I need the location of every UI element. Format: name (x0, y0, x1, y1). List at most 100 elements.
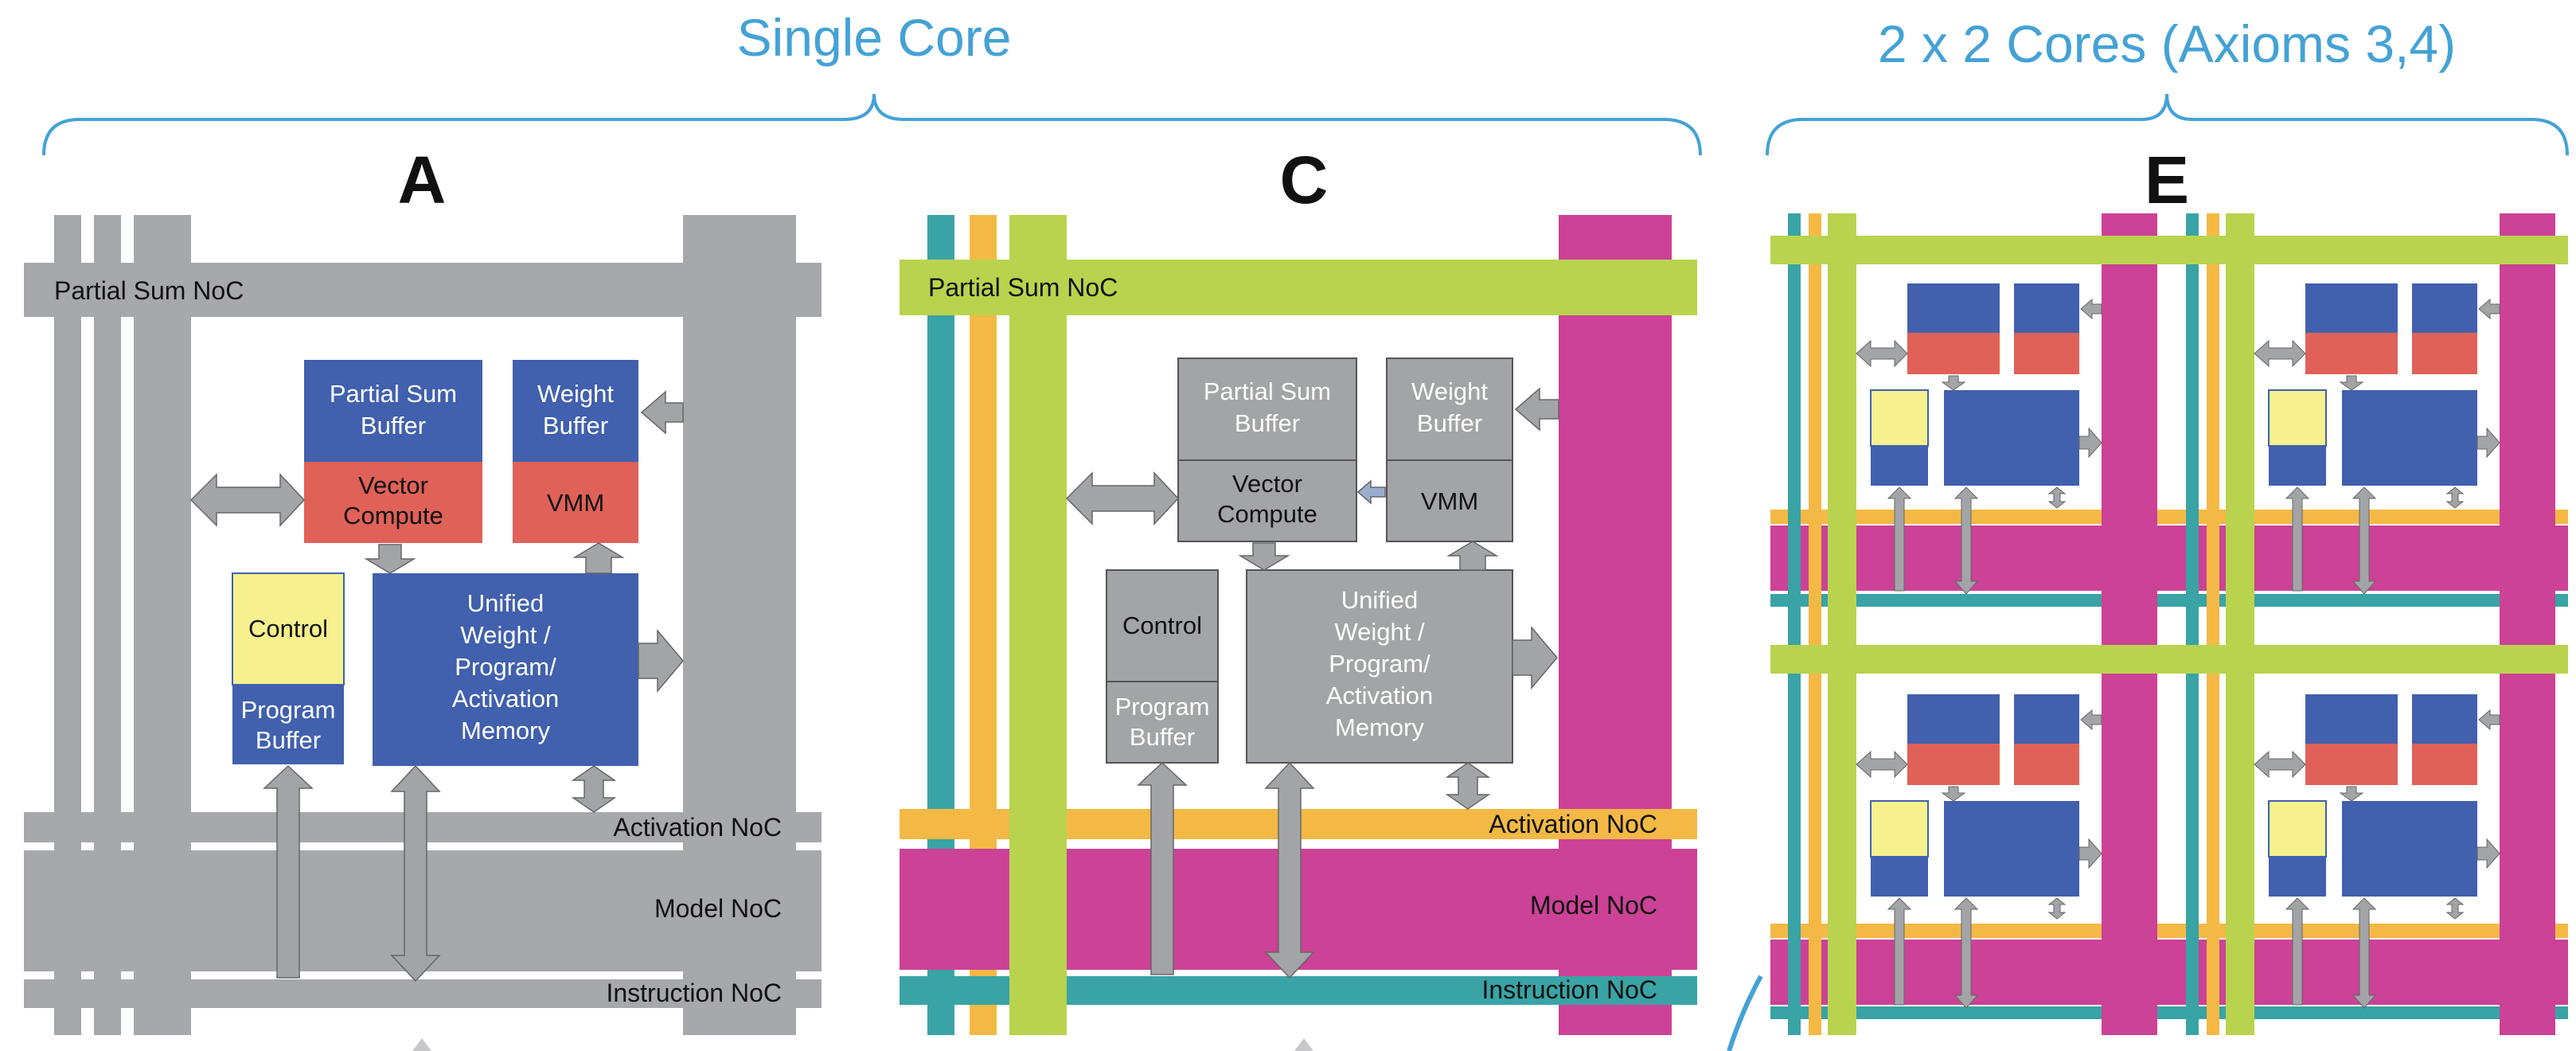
panel-c: Partial Sum NoC Activation NoC Model NoC… (900, 215, 1697, 1035)
panel-e-letter: E (2145, 143, 2189, 217)
panel-e: E (1770, 143, 2568, 1035)
e-teal-vertical-2 (2186, 213, 2199, 1035)
e-tr-arrow-memory-down (2352, 486, 2377, 595)
a-unified-memory (373, 573, 638, 766)
e-magenta-vertical-2 (2500, 213, 2555, 1035)
e-tl-weight-buffer (2014, 283, 2079, 333)
a-vector-compute-label-1: Vector (358, 471, 428, 499)
a-program-buffer-label-2: Buffer (256, 726, 321, 754)
e-orange-horizontal-2 (1770, 924, 2568, 938)
c-control (1106, 569, 1219, 682)
e-bl-arrow-weight (2080, 709, 2102, 731)
single-core-header: Single Core (737, 8, 1012, 67)
e-br-partial-sum-buffer (2305, 694, 2398, 744)
e-br-arrow-program-down (2285, 897, 2310, 1006)
c-weight-buffer-label-1: Weight (1411, 377, 1488, 405)
e-bl-program-buffer (1871, 857, 1928, 897)
e-bl-weight-buffer (2014, 694, 2079, 744)
e-tr-arrow-right (2476, 427, 2500, 459)
e-orange-horizontal-1 (1770, 510, 2568, 524)
c-partial-sum-buffer (1177, 357, 1357, 461)
e-br-control (2268, 800, 2327, 858)
e-tr-partial-sum-buffer (2305, 283, 2398, 333)
a-bottom-pointer (412, 1038, 431, 1051)
e-tl-arrow-vec-to-mem (1941, 375, 1966, 391)
c-vmm-label: VMM (1421, 487, 1478, 515)
e-tl-partial-sum-buffer (1907, 283, 2000, 333)
e-tl-program-buffer (1871, 446, 1928, 486)
e-tl-vmm (2014, 333, 2079, 374)
e-teal-horizontal-2 (1770, 1006, 2568, 1019)
a-partial-sum-noc (24, 263, 822, 317)
e-tl-control (1870, 389, 1929, 447)
c-arrow-bidirectional-left (1065, 471, 1180, 526)
a-unified-memory-label-4: Activation (452, 685, 559, 713)
e-tr-weight-buffer (2412, 283, 2477, 333)
a-arrow-memory-bus (390, 764, 441, 983)
a-arrow-memory-to-vmm (572, 542, 625, 574)
e-lime-horizontal-2 (1770, 645, 2568, 674)
e-tr-vmm (2412, 333, 2477, 374)
a-weight-buffer-label-1: Weight (537, 380, 614, 408)
a-arrow-vector-to-memory (364, 544, 416, 574)
e-magenta-horizontal-1 (1770, 526, 2568, 591)
c-model-noc-label: Model NoC (1530, 891, 1657, 920)
c-instruction-noc-label: Instruction NoC (1481, 975, 1657, 1004)
c-unified-memory-label-3: Program/ (1329, 650, 1430, 678)
a-vmm (513, 462, 638, 543)
c-arrow-vmm-to-vector (1356, 479, 1386, 505)
a-model-noc-label: Model NoC (654, 894, 782, 923)
c-weight-buffer (1386, 357, 1513, 461)
c-vector-compute (1177, 459, 1357, 542)
a-arrow-bidirectional-left (189, 473, 306, 527)
multi-core-bracket (1766, 93, 2569, 156)
e-tl-arrow-program-down (1887, 486, 1912, 592)
c-unified-memory-label-2: Weight / (1334, 618, 1425, 646)
e-lime-vertical-1 (1828, 213, 1856, 1035)
e-bl-vector-compute (1907, 744, 2000, 785)
c-arrow-memory-to-vmm (1446, 541, 1499, 571)
c-weight-buffer-label-2: Buffer (1417, 409, 1482, 437)
c-program-buffer (1106, 681, 1219, 764)
e-bl-partial-sum-buffer (1907, 694, 2000, 744)
c-lime-vertical-overlay (1009, 809, 1067, 1035)
c-unified-memory-label-4: Activation (1326, 682, 1433, 709)
c-unified-memory (1246, 569, 1513, 764)
e-tr-vector-compute (2305, 333, 2398, 374)
e-bl-arrow-memory-activation (2047, 897, 2067, 920)
e-br-vector-compute (2305, 744, 2398, 785)
a-partial-sum-noc-label: Partial Sum NoC (54, 276, 244, 305)
e-core-bottom-right (2254, 694, 2500, 1009)
e-core-top-left (1856, 283, 2102, 595)
e-core-top-right (2254, 283, 2500, 595)
e-tl-arrow-memory-down (1953, 486, 1979, 595)
multi-core-header: 2 x 2 Cores (Axioms 3,4) (1878, 14, 2456, 73)
e-tr-arrow-memory-activation (2445, 486, 2465, 509)
c-bottom-pointer (1294, 1038, 1313, 1051)
c-arrow-program-buffer-bus (1137, 761, 1188, 975)
c-arrow-memory-bus (1264, 761, 1315, 979)
e-tl-arrow-weight (2080, 298, 2102, 320)
c-partial-sum-buffer-label-2: Buffer (1235, 409, 1300, 437)
e-bl-arrow-left (1856, 750, 1908, 779)
c-program-buffer-label-1: Program (1115, 693, 1210, 721)
a-instruction-noc (24, 979, 822, 1008)
a-weight-buffer (513, 360, 638, 462)
e-bl-control (1870, 800, 1929, 858)
c-vector-compute-label-2: Compute (1217, 500, 1317, 528)
a-vector-compute-label-2: Compute (343, 502, 443, 529)
c-partial-sum-buffer-label-1: Partial Sum (1204, 377, 1331, 405)
e-lime-horizontal-1 (1770, 236, 2568, 264)
c-arrow-vector-to-memory (1238, 542, 1290, 571)
c-partial-sum-noc (900, 260, 1697, 315)
a-partial-sum-buffer-label-2: Buffer (361, 412, 426, 440)
c-unified-memory-label-1: Unified (1341, 586, 1419, 614)
a-unified-memory-label-2: Weight / (460, 621, 551, 649)
c-unified-memory-label-5: Memory (1335, 713, 1424, 741)
c-vmm (1386, 459, 1513, 542)
c-activation-noc-label: Activation NoC (1489, 810, 1657, 838)
a-vmm-label: VMM (547, 489, 604, 517)
c-control-label: Control (1122, 611, 1202, 639)
c-partial-sum-noc-label: Partial Sum NoC (928, 273, 1118, 302)
